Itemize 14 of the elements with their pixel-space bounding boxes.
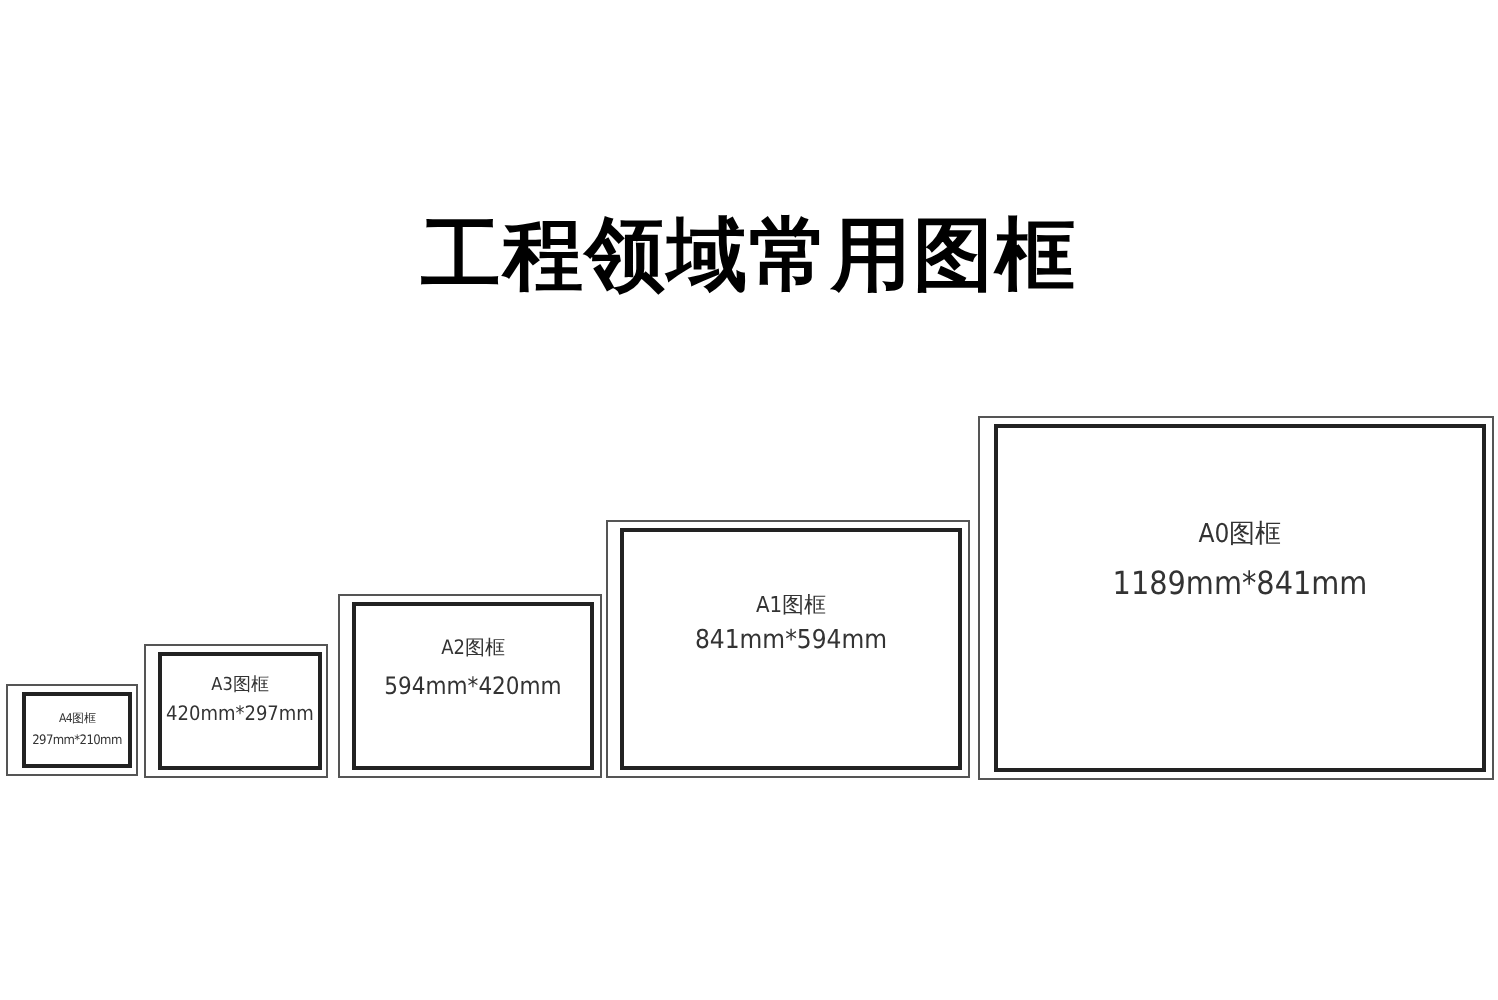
sheet-name: A0图框 [1198,520,1282,554]
sheet-size: 420mm*297mm [166,704,314,730]
sheet-name: A2图框 [441,638,505,664]
sheet-name: A3图框 [211,676,269,699]
drawing-sheet [338,594,602,778]
drawing-sheet [144,644,328,778]
drawing-sheet [6,684,138,776]
sheet-size: 841mm*594mm [694,626,888,659]
sheet-size: 1189mm*841mm [1112,563,1368,604]
title: 工程领域常用图框 [419,208,1079,306]
drawing-sheet [606,520,970,778]
sheet-name: A1图框 [755,591,827,619]
sheet-size: 594mm*420mm [384,671,562,702]
drawing-sheet [978,416,1494,780]
